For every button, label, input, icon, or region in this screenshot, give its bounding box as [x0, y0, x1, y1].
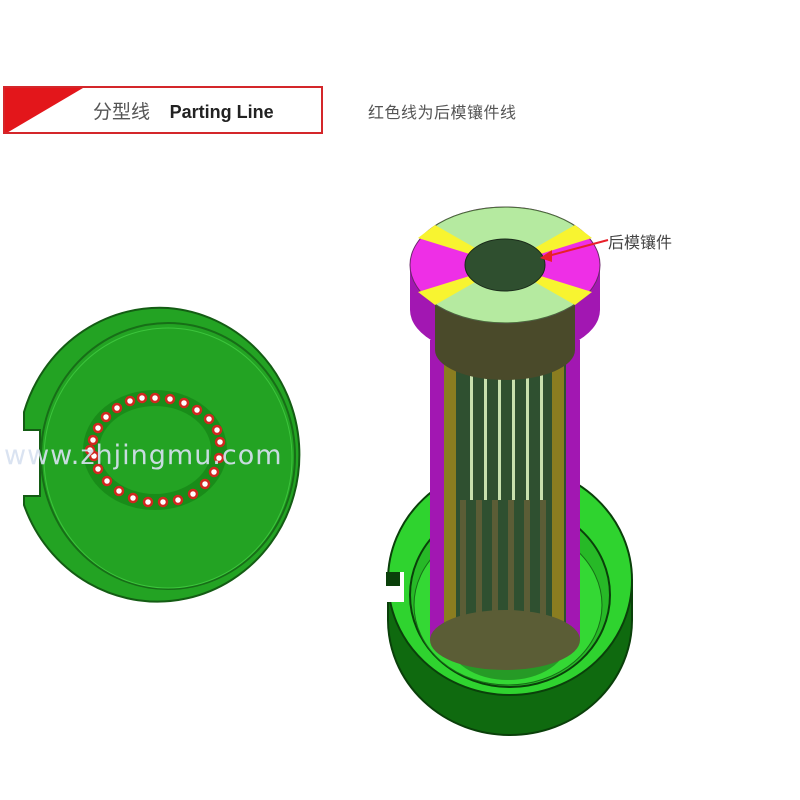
- watermark: www.zhjingmu.com: [4, 440, 283, 471]
- core-pins: [430, 340, 580, 670]
- banner-title: 分型线 Parting Line: [93, 97, 274, 124]
- callout-arrowhead: [540, 250, 552, 262]
- mold-isometric-view: [386, 206, 633, 736]
- callout-arrow: [547, 239, 609, 257]
- banner-red-triangle: [5, 88, 83, 132]
- section-banner: 分型线 Parting Line: [3, 86, 323, 134]
- banner-title-cn: 分型线: [93, 101, 151, 123]
- callout-label: 后模镶件: [608, 233, 673, 252]
- banner-title-en: Parting Line: [169, 102, 274, 122]
- rear-mold-insert: [409, 206, 601, 380]
- pin-ring: [83, 390, 227, 510]
- mold-top-view: [23, 306, 301, 603]
- parting-line-note: 红色线为后模镶件线: [368, 103, 517, 122]
